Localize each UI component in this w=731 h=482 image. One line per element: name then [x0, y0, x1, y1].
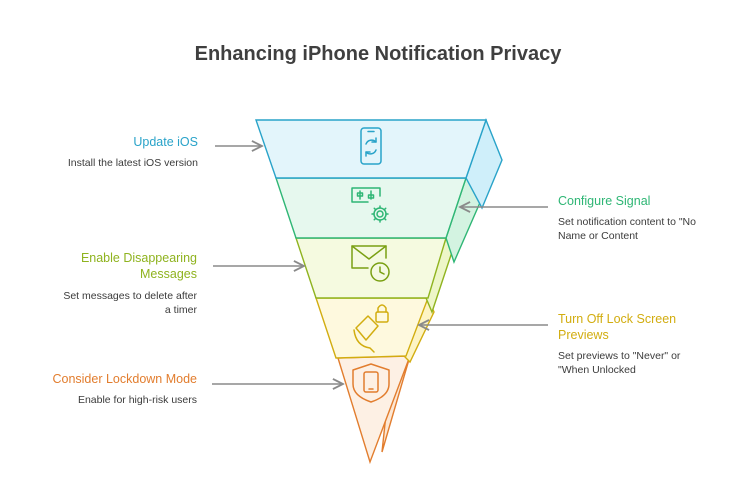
funnel-layer-signal — [275, 176, 483, 264]
step-description: Install the latest iOS version — [68, 157, 198, 169]
envelope-clock-icon — [351, 245, 390, 282]
funnel-layer-lock-screen — [315, 296, 435, 364]
funnel-layer-update-ios — [255, 117, 503, 210]
step-disappearing-messages: Enable Disappearing Messages Set message… — [63, 251, 197, 316]
phone-refresh-icon — [360, 127, 382, 165]
funnel-layer-lockdown — [337, 355, 412, 465]
step-heading-line-2: Messages — [140, 267, 197, 281]
step-description-line-1: Set messages to delete after — [63, 290, 197, 302]
step-heading: Update iOS — [133, 135, 198, 149]
step-lock-screen-previews: Turn Off Lock Screen Previews Set previe… — [558, 312, 681, 376]
settings-sliders-gear-icon — [351, 187, 389, 223]
step-heading-line-1: Turn Off Lock Screen — [558, 312, 676, 326]
step-description-line-2: Name or Content — [558, 230, 638, 242]
step-description-line-2: "When Unlocked — [558, 364, 636, 376]
layer-front — [255, 119, 487, 179]
step-description: Enable for high-risk users — [78, 394, 197, 406]
step-update-ios: Update iOS Install the latest iOS versio… — [68, 135, 198, 169]
layer-front — [295, 237, 447, 299]
step-configure-signal: Configure Signal Set notification conten… — [558, 194, 696, 242]
step-description-line-1: Set previews to "Never" or — [558, 350, 681, 362]
shield-phone-icon — [352, 363, 390, 403]
step-description-line-2: a timer — [165, 304, 198, 316]
step-heading-line-1: Enable Disappearing — [81, 251, 197, 265]
step-heading: Configure Signal — [558, 194, 650, 208]
step-heading-line-2: Previews — [558, 328, 609, 342]
step-description-line-1: Set notification content to "No — [558, 216, 696, 228]
hand-lock-icon — [353, 304, 389, 353]
layer-front — [275, 177, 467, 239]
page-title: Enhancing iPhone Notification Privacy — [195, 43, 563, 65]
step-lockdown-mode: Consider Lockdown Mode Enable for high-r… — [52, 372, 197, 406]
step-heading: Consider Lockdown Mode — [52, 372, 197, 386]
